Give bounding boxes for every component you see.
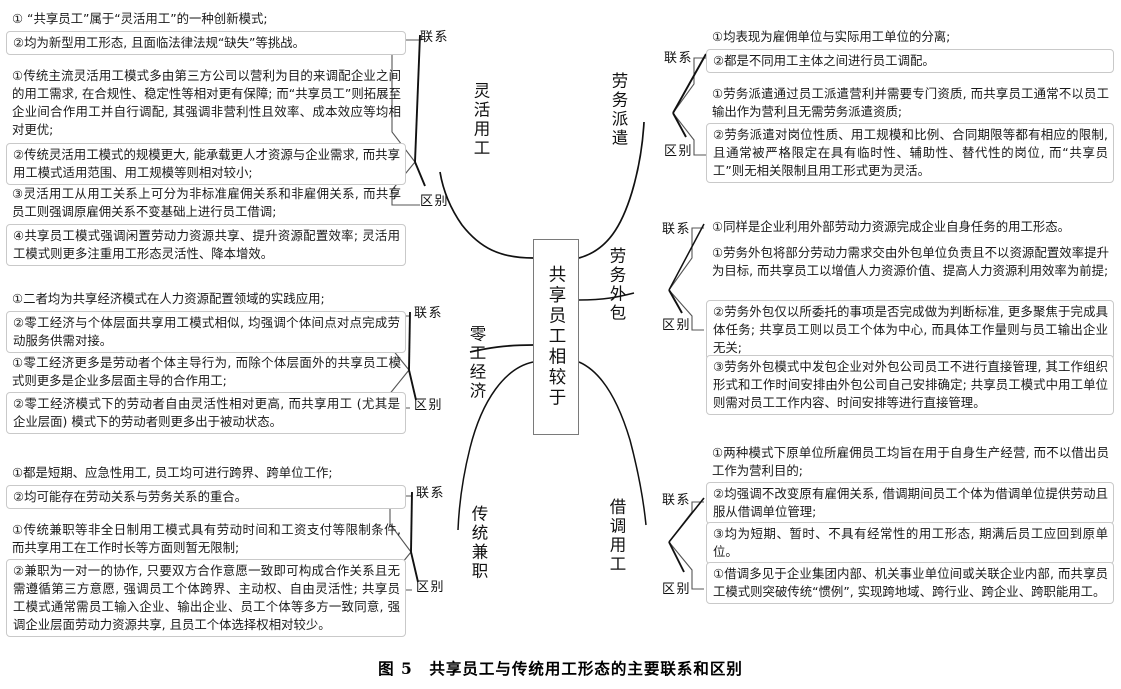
text-box-gig-link-2: ②零工经济与个体层面共享用工模式相似, 均强调个体间点对点完成劳动服务供需对接。 bbox=[6, 311, 406, 353]
relation-label-gig-link: 联系 bbox=[414, 306, 444, 321]
text-box-parttime-link-1: ①都是短期、应急性用工, 员工均可进行跨界、跨单位工作; bbox=[12, 465, 333, 480]
text-box-secondment-link-3: ③均为短期、暂时、不具有经常性的用工形态, 期满后员工应回到原单位。 bbox=[706, 522, 1114, 564]
relation-label-secondment-diff: 区别 bbox=[662, 582, 692, 597]
text-box-dispatch-link-2: ②都是不同用工主体之间进行员工调配。 bbox=[706, 49, 1114, 73]
text-box-gig-link-1: ①二者均为共享经济模式在人力资源配置领域的实践应用; bbox=[12, 291, 325, 306]
text-box-flexible-diff-1: ①传统主流灵活用工模式多由第三方公司以营利为目的来调配企业之间的用工需求, 在合… bbox=[12, 68, 401, 137]
text-box-secondment-link-1: ①两种模式下原单位所雇佣员工均旨在用于自身生产经营, 而不以借出员工作为营利目的… bbox=[712, 445, 1109, 478]
relation-label-secondment-link: 联系 bbox=[662, 493, 692, 508]
text-box-parttime-diff-1: ①传统兼职等非全日制用工模式具有劳动时间和工资支付等限制条件, 而共享用工在工作… bbox=[12, 522, 405, 555]
text-box-dispatch-diff-1: ①劳务派遣通过员工派遣营利并需要专门资质, 而共享员工通常不以员工输出作为营利且… bbox=[712, 86, 1109, 119]
text-box-flexible-link-2: ②均为新型用工形态, 且面临法律法规“缺失”等挑战。 bbox=[6, 31, 406, 55]
branch-label-secondment[interactable]: 借调用工 bbox=[607, 498, 626, 574]
relation-label-flexible-link: 联系 bbox=[420, 30, 450, 45]
relation-label-dispatch-link: 联系 bbox=[664, 51, 694, 66]
text-box-secondment-link-2: ②均强调不改变原有雇佣关系, 借调期间员工个体为借调单位提供劳动且服从借调单位管… bbox=[706, 482, 1114, 524]
relation-label-parttime-link: 联系 bbox=[416, 486, 446, 501]
text-box-flexible-diff-3: ③灵活用工从用工关系上可分为非标准雇佣关系和非雇佣关系, 而共享员工则强调原雇佣… bbox=[12, 186, 401, 219]
branch-label-dispatch[interactable]: 劳务派遣 bbox=[609, 72, 628, 148]
text-box-outsourcing-link-1: ①同样是企业利用外部劳动力资源完成企业自身任务的用工形态。 bbox=[712, 219, 1071, 234]
text-box-flexible-diff-4: ④共享员工模式强调闲置劳动力资源共享、提升资源配置效率; 灵活用工模式则更多注重… bbox=[6, 224, 406, 266]
figure-caption: 图 5 共享员工与传统用工形态的主要联系和区别 bbox=[378, 659, 743, 678]
text-box-outsourcing-diff-1: ①劳务外包将部分劳动力需求交由外包单位负责且不以资源配置效率提升为目标, 而共享… bbox=[712, 245, 1109, 278]
center-node: 共享员工相较于 bbox=[533, 239, 579, 435]
relation-label-dispatch-diff: 区别 bbox=[664, 144, 694, 159]
branch-label-gig[interactable]: 零工经济 bbox=[467, 325, 486, 401]
relation-label-outsourcing-link: 联系 bbox=[662, 222, 692, 237]
relation-label-parttime-diff: 区别 bbox=[416, 580, 446, 595]
text-box-dispatch-link-1: ①均表现为雇佣单位与实际用工单位的分离; bbox=[712, 29, 951, 44]
text-box-parttime-link-2: ②均可能存在劳动关系与劳务关系的重合。 bbox=[6, 485, 406, 509]
text-box-flexible-link-1: ① “共享员工”属于“灵活用工”的一种创新模式; bbox=[12, 11, 268, 26]
text-box-secondment-diff-1: ①借调多见于企业集团内部、机关事业单位间或关联企业内部, 而共享员工模式则突破传… bbox=[706, 562, 1114, 604]
text-box-gig-diff-2: ②零工经济模式下的劳动者自由灵活性相对更高, 而共享用工 (尤其是企业层面) 模… bbox=[6, 392, 406, 434]
branch-label-flexible[interactable]: 灵活用工 bbox=[471, 82, 490, 158]
text-box-flexible-diff-2: ②传统灵活用工模式的规模更大, 能承载更人才资源与企业需求, 而共享用工模式适用… bbox=[6, 143, 406, 185]
branch-label-parttime[interactable]: 传统兼职 bbox=[469, 505, 488, 581]
text-box-outsourcing-diff-3: ③劳务外包模式中发包企业对外包公司员工不进行直接管理, 其工作组织形式和工作时间… bbox=[706, 355, 1114, 415]
text-box-parttime-diff-2: ②兼职为一对一的协作, 只要双方合作意愿一致即可构成合作关系且无需遵循第三方意愿… bbox=[6, 559, 406, 637]
center-node-label: 共享员工相较于 bbox=[546, 265, 566, 409]
text-box-gig-diff-1: ①零工经济更多是劳动者个体主导行为, 而除个体层面外的共享员工模式则更多是企业多… bbox=[12, 355, 401, 388]
relation-label-gig-diff: 区别 bbox=[414, 398, 444, 413]
text-box-outsourcing-diff-2: ②劳务外包仅以所委托的事项是否完成做为判断标准, 更多聚焦于完成具体任务; 共享… bbox=[706, 300, 1114, 360]
branch-label-outsourcing[interactable]: 劳务外包 bbox=[607, 247, 626, 323]
relation-label-outsourcing-diff: 区别 bbox=[662, 318, 692, 333]
relation-label-flexible-diff: 区别 bbox=[420, 194, 450, 209]
text-box-dispatch-diff-2: ②劳务派遣对岗位性质、用工规模和比例、合同期限等都有相应的限制, 且通常被严格限… bbox=[706, 123, 1114, 183]
